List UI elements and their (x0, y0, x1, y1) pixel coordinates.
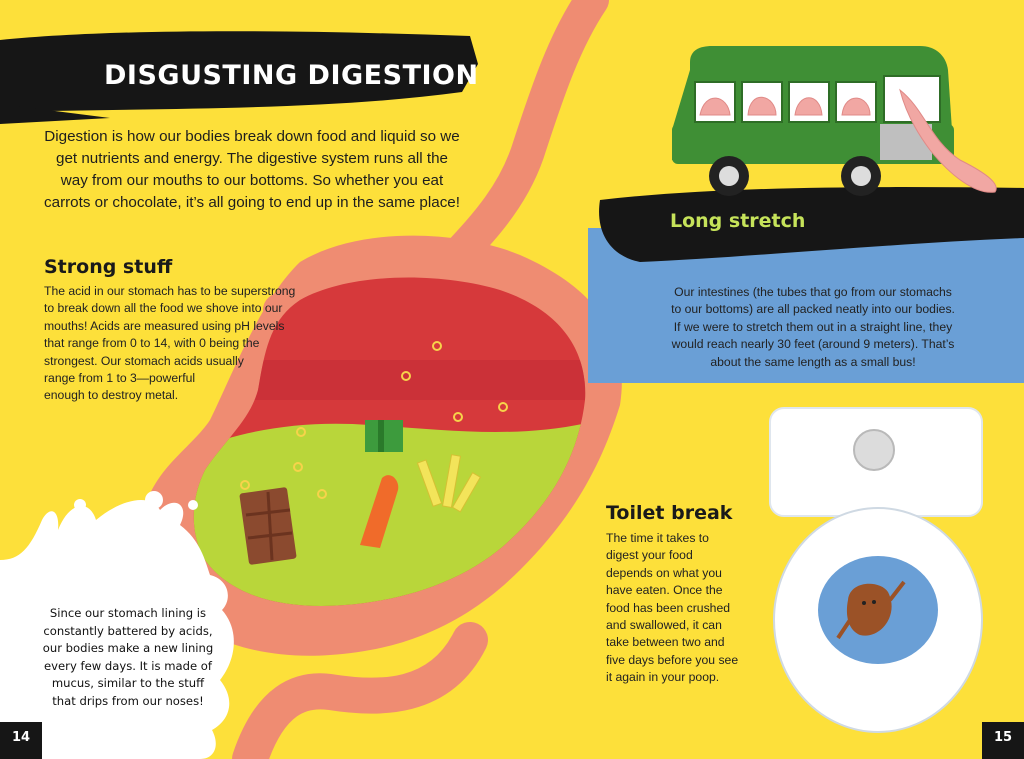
strong-stuff-line: mouths! Acids are measured using pH leve… (44, 318, 285, 333)
fries (416, 454, 482, 513)
long-stretch-body: Our intestines (the tubes that go from o… (628, 284, 998, 371)
strong-stuff-line: that range from 0 to 14, with 0 being th… (44, 336, 260, 351)
toilet-illustration (769, 407, 983, 733)
long-stretch-line: about the same length as a small bus! (710, 354, 916, 369)
long-stretch-line: Our intestines (the tubes that go from o… (674, 285, 952, 299)
strong-stuff-line: The acid in our stomach has to be supers… (44, 284, 296, 298)
carrot (360, 475, 399, 548)
page-title: DISGUSTING DIGESTION (104, 60, 479, 91)
long-stretch-line: would reach nearly 30 feet (around 9 met… (671, 337, 955, 352)
long-stretch-heading: Long stretch (670, 210, 806, 232)
stomach-note-line: our bodies make a new lining (42, 641, 214, 656)
stomach-note-line: that drips from our noses! (52, 693, 204, 708)
strong-stuff-heading: Strong stuff (44, 256, 173, 278)
page-number-bg-left (0, 722, 42, 759)
toilet-break-line: take between two and (606, 635, 725, 650)
toilet-break-line: five days before you see (606, 652, 739, 667)
stomach-note-line: Since our stomach lining is (49, 606, 207, 620)
page-number-bg-right (982, 722, 1024, 759)
long-stretch-line: If we were to stretch them out in a stra… (673, 319, 953, 334)
toilet-break-heading: Toilet break (606, 502, 733, 524)
milk-splash (0, 499, 234, 759)
strong-stuff-line: to break down all the food we shove into… (44, 301, 283, 316)
bubbles (240, 341, 508, 499)
bus-illustration (672, 46, 997, 196)
toilet-break-line: depends on what you (606, 565, 722, 580)
stomach-note-line: mucus, similar to the stuff (51, 676, 205, 691)
stomach-note-line: every few days. It is made of (44, 658, 212, 673)
toilet-break-line: it again in your poop. (606, 670, 720, 685)
intro-paragraph: Digestion is how our bodies break down f… (44, 128, 460, 211)
toilet-break-line: digest your food (606, 548, 693, 563)
intestine-tube (232, 622, 488, 759)
toilet-break-line: The time it takes to (606, 531, 709, 545)
road-brush (599, 187, 1024, 262)
strong-stuff-line: strongest. Our stomach acids usually (44, 353, 244, 368)
toilet-break-line: food has been crushed (606, 600, 730, 615)
chocolate-bar (239, 487, 297, 565)
page-number-left: 14 (11, 730, 31, 745)
stomach-note-line: constantly battered by acids, (43, 623, 213, 638)
strong-stuff-line: enough to destroy metal. (44, 388, 179, 403)
toilet-break-line: and swallowed, it can (606, 618, 722, 633)
page-number-right: 15 (993, 730, 1013, 745)
long-stretch-line: to our bottoms) are all packed neatly in… (671, 302, 955, 317)
stomach-lining-note: Since our stomach lining is constantly b… (40, 605, 216, 711)
toilet-break-line: have eaten. Once the (606, 583, 723, 598)
toilet-break-body: The time it takes to digest your food de… (606, 530, 766, 687)
title-brush (0, 31, 478, 113)
strong-stuff-body: The acid in our stomach has to be supers… (44, 283, 344, 405)
strong-stuff-line: range from 1 to 3—powerful (44, 371, 196, 386)
